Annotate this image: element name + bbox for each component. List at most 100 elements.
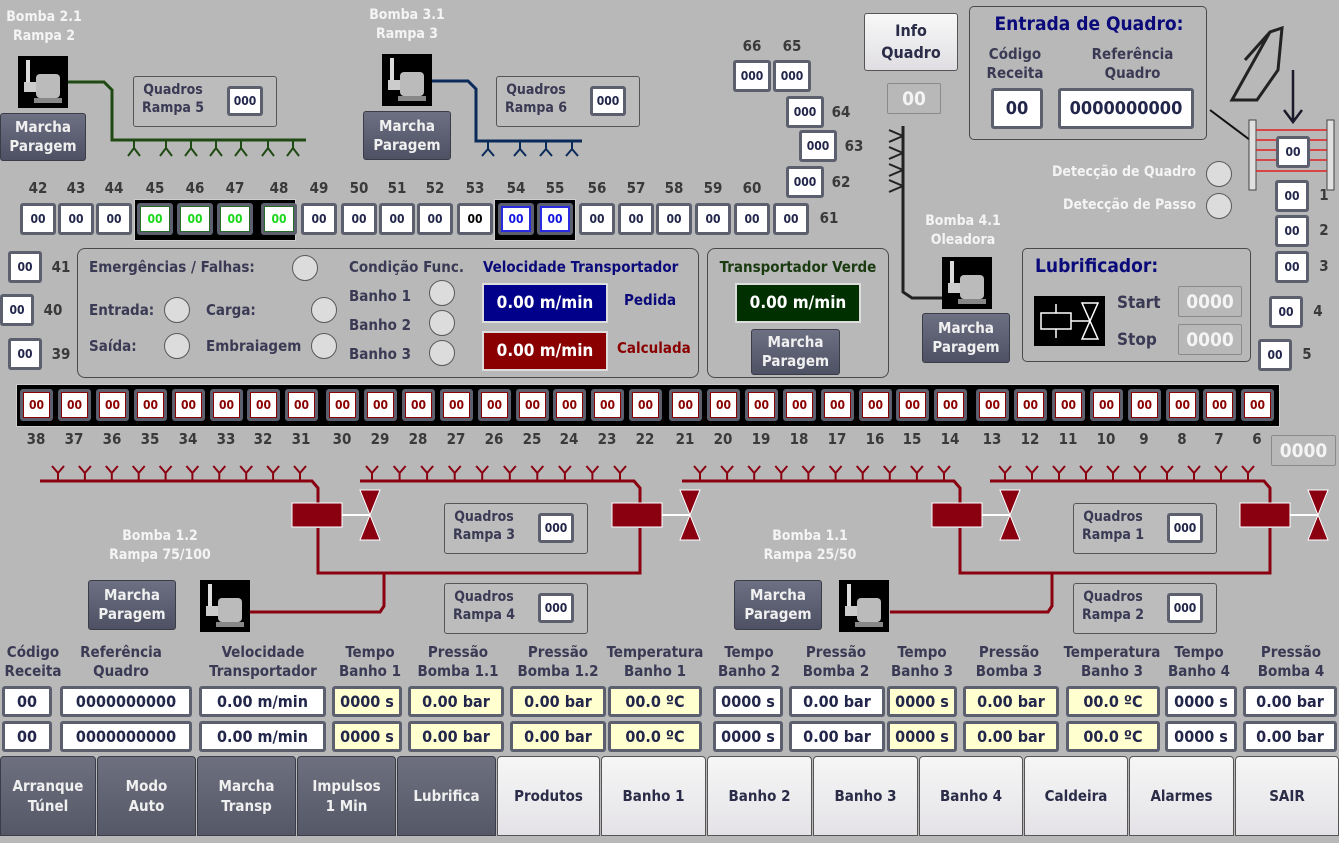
position-cell: 00: [457, 203, 493, 235]
position-cell: 00: [1052, 389, 1085, 421]
position-number: 10: [1096, 430, 1116, 448]
tab-caldeira[interactable]: Caldeira: [1024, 756, 1128, 836]
position-number: 5: [1302, 345, 1312, 363]
start-label: Start: [1117, 293, 1161, 313]
embraiagem-lamp: [311, 333, 337, 359]
tab-produtos[interactable]: Produtos: [497, 756, 600, 836]
tab-lubrifica[interactable]: Lubrifica: [397, 756, 496, 836]
pump-icon: [382, 54, 432, 106]
entrada-label: Entrada:: [89, 301, 155, 319]
table-cell: 0000000000: [60, 686, 192, 717]
table-cell: 00.0 ºC: [608, 721, 702, 752]
position-cell: 00: [553, 389, 586, 421]
table-cell: 00.0 ºC: [608, 686, 702, 717]
position-cell: 00: [1203, 389, 1236, 421]
position-number: 37: [64, 430, 84, 448]
saida-label: Saída:: [89, 337, 137, 355]
nozzles-rampa2: [127, 140, 300, 157]
tab-banho-4[interactable]: Banho 4: [919, 756, 1023, 836]
carga-label: Carga:: [206, 301, 256, 319]
position-cell: 00: [210, 389, 243, 421]
table-cell: 00.0 ºC: [1066, 721, 1160, 752]
velocidade-pedida-value: 0.00 m/min: [482, 283, 608, 323]
position-cell: 00: [1014, 389, 1047, 421]
position-number: 55: [545, 179, 565, 197]
tab-banho-1[interactable]: Banho 1: [601, 756, 706, 836]
position-cell: 00: [1275, 215, 1309, 247]
table-cell: 0.00 m/min: [199, 686, 326, 717]
position-number: 26: [484, 430, 504, 448]
table-cell: 0.00 bar: [408, 686, 504, 717]
position-number: 36: [102, 430, 122, 448]
position-number: 44: [104, 179, 124, 197]
position-cell: 00: [58, 203, 94, 235]
position-cell: 00: [934, 389, 967, 421]
condicao-func-label: Condição Func.: [349, 258, 464, 276]
deteccao-passo-label: Detecção de Passo: [1063, 197, 1196, 213]
banho2-lamp: [429, 310, 455, 336]
position-number: 12: [1020, 430, 1040, 448]
position-cell: 00: [1090, 389, 1123, 421]
table-cell: 0.00 bar: [1243, 721, 1337, 752]
lubrificador-title: Lubrificador:: [1035, 255, 1159, 277]
position-number: 31: [291, 430, 311, 448]
table-cell: 00.0 ºC: [1066, 686, 1160, 717]
table-cell: 0.00 bar: [408, 721, 504, 752]
table-cell: 0.00 bar: [1243, 686, 1337, 717]
red-nozzles: [51, 465, 1255, 481]
table-cell: 0.00 bar: [789, 721, 885, 752]
position-number: 33: [216, 430, 236, 448]
tab-alarmes[interactable]: Alarmes: [1129, 756, 1234, 836]
velocidade-title: Velocidade Transportador: [483, 258, 679, 276]
emergencias-label: Emergências / Falhas:: [89, 258, 255, 276]
position-cell: 000: [786, 166, 824, 198]
tab-banho-2[interactable]: Banho 2: [707, 756, 812, 836]
carga-lamp: [311, 297, 337, 323]
position-cell: 00: [172, 389, 205, 421]
position-cell: 00: [96, 203, 132, 235]
position-number: 13: [982, 430, 1002, 448]
position-number: 21: [675, 430, 695, 448]
table-cell: 0.00 m/min: [199, 721, 326, 752]
position-number: 43: [66, 179, 86, 197]
table-cell: 0000 s: [887, 686, 957, 717]
entrada-lamp: [164, 297, 190, 323]
position-number: 35: [140, 430, 160, 448]
position-number: 49: [309, 179, 329, 197]
tab-banho-3[interactable]: Banho 3: [813, 756, 918, 836]
banho3-label: Banho 3: [349, 345, 411, 363]
position-cell: 00: [137, 203, 173, 235]
deteccao-quadro-lamp: [1206, 161, 1232, 187]
position-number: 45: [145, 179, 165, 197]
position-cell: 00: [745, 389, 778, 421]
banho3-lamp: [429, 340, 455, 366]
table-cell: 0000 s: [713, 686, 783, 717]
position-number: 19: [751, 430, 771, 448]
tab-sair[interactable]: SAIR: [1235, 756, 1339, 836]
position-number: 52: [425, 179, 445, 197]
position-cell: 00: [734, 203, 770, 235]
position-number: 60: [742, 179, 762, 197]
pedida-label: Pedida: [624, 291, 677, 309]
position-number: 1: [1319, 186, 1329, 204]
